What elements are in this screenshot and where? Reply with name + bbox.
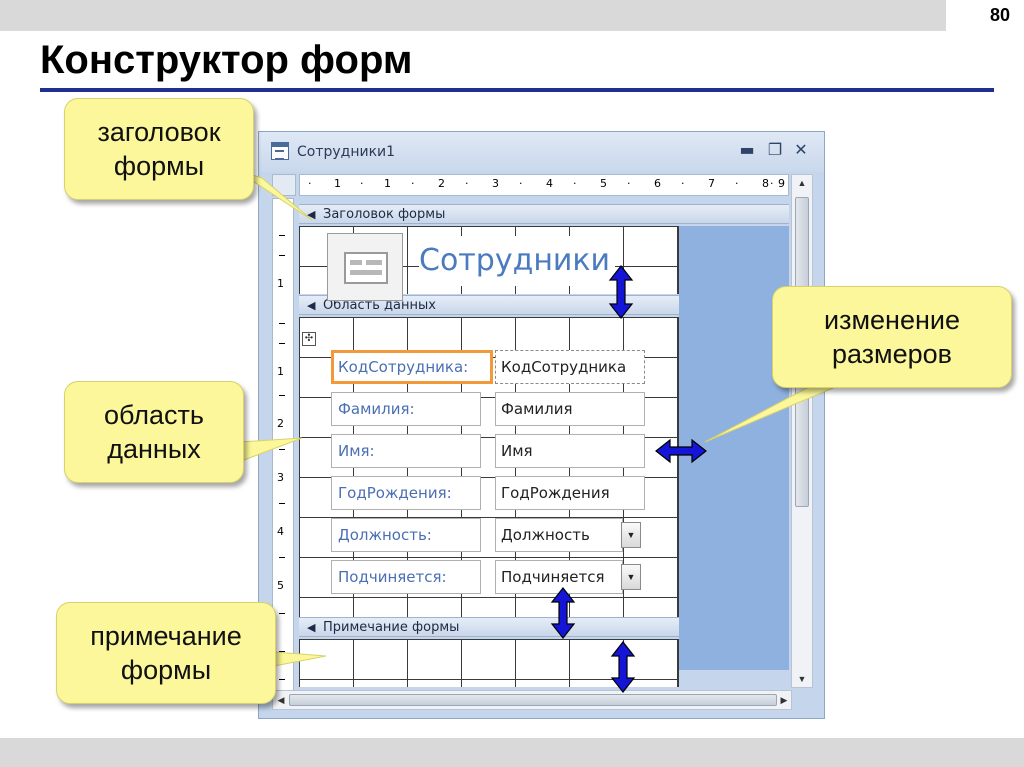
field-combobox[interactable]: Должность	[495, 518, 623, 552]
ruler-mark: 1	[334, 177, 341, 190]
field-label[interactable]: ГодРождения:	[331, 476, 481, 510]
section-bar-header[interactable]: ◀ Заголовок формы	[299, 204, 789, 224]
maximize-button[interactable]: ❐	[767, 140, 783, 159]
ruler-mark: ·	[770, 177, 774, 190]
slide-number: 80	[989, 5, 1010, 25]
ruler-mark: 2	[277, 417, 284, 430]
field-label[interactable]: КодСотрудника:	[331, 350, 493, 384]
ruler-mark: 1	[277, 365, 284, 378]
field-label[interactable]: Должность:	[331, 518, 481, 552]
footer-grid[interactable]	[299, 639, 679, 687]
ruler-mark: 2	[438, 177, 445, 190]
minimize-button[interactable]: ▬	[739, 140, 755, 159]
unused-design-area	[679, 226, 789, 670]
callout-resize: изменение размеров	[772, 286, 1012, 388]
ruler-mark: 4	[546, 177, 553, 190]
form-logo[interactable]	[327, 233, 403, 301]
section-arrow-icon: ◀	[307, 300, 316, 312]
window-titlebar: Сотрудники1 ▬ ❐ ✕	[259, 132, 824, 172]
field-textbox[interactable]: Имя	[495, 434, 645, 468]
ruler-mark: 8	[762, 177, 769, 190]
ruler-mark: ·	[519, 177, 523, 190]
form-icon	[271, 142, 289, 160]
callout-form-footer: примечание формы	[56, 602, 276, 704]
ruler-mark: 3	[492, 177, 499, 190]
ruler-mark: 6	[654, 177, 661, 190]
scroll-down-icon[interactable]: ▼	[797, 674, 807, 684]
field-label[interactable]: Имя:	[331, 434, 481, 468]
vertical-scrollbar[interactable]: ▲ ▼	[791, 174, 813, 688]
ruler-mark: 7	[708, 177, 715, 190]
scroll-up-icon[interactable]: ▲	[797, 178, 807, 188]
section-arrow-icon: ◀	[307, 209, 316, 221]
ruler-mark: 4	[277, 525, 284, 538]
field-textbox[interactable]: КодСотрудника	[495, 350, 645, 384]
ruler-corner[interactable]	[272, 174, 296, 196]
section-bar-footer[interactable]: ◀ Примечание формы	[299, 617, 789, 637]
field-label[interactable]: Фамилия:	[331, 392, 481, 426]
callout-detail-area: область данных	[64, 381, 244, 483]
ruler-mark: 1	[384, 177, 391, 190]
ruler-mark: ·	[411, 177, 415, 190]
slide-number-area	[946, 0, 1024, 31]
field-textbox[interactable]: Фамилия	[495, 392, 645, 426]
title-rule	[40, 88, 994, 92]
window-title: Сотрудники1	[297, 144, 396, 160]
section-bar-detail[interactable]: ◀ Область данных	[299, 295, 789, 315]
field-combobox[interactable]: Подчиняется	[495, 560, 623, 594]
field-textbox[interactable]: ГодРождения	[495, 476, 645, 510]
scroll-left-icon[interactable]: ◀	[277, 695, 285, 705]
ruler-mark: ·	[735, 177, 739, 190]
horizontal-ruler[interactable]: · 1 · 1 · 2 · 3 · 4 · 5 · 6 · 7 · 8 · 9	[299, 174, 789, 196]
form-header-label[interactable]: Сотрудники	[419, 236, 615, 286]
slide-title: Конструктор форм	[40, 38, 413, 82]
ruler-mark: 3	[277, 471, 284, 484]
move-handle-icon[interactable]: ✣	[302, 332, 316, 346]
form-icon	[344, 252, 388, 284]
ruler-mark: 9	[778, 177, 785, 190]
section-title-footer: Примечание формы	[323, 620, 460, 635]
ruler-mark: ·	[465, 177, 469, 190]
ruler-mark: 5	[600, 177, 607, 190]
scroll-right-icon[interactable]: ▶	[780, 695, 788, 705]
field-label[interactable]: Подчиняется:	[331, 560, 481, 594]
section-title-detail: Область данных	[323, 298, 436, 313]
ruler-mark: 1	[277, 277, 284, 290]
ruler-mark: ·	[681, 177, 685, 190]
top-band	[0, 0, 1024, 31]
ruler-mark: ·	[627, 177, 631, 190]
ruler-mark: 5	[277, 579, 284, 592]
scroll-thumb[interactable]	[289, 694, 777, 706]
ruler-mark: ·	[308, 177, 312, 190]
ruler-mark: ·	[360, 177, 364, 190]
close-button[interactable]: ✕	[794, 140, 808, 159]
bottom-band	[0, 738, 1024, 767]
ruler-mark: ·	[573, 177, 577, 190]
section-title-header: Заголовок формы	[323, 207, 446, 222]
callout-form-header: заголовок формы	[64, 98, 254, 200]
form-designer-window: Сотрудники1 ▬ ❐ ✕ · 1 · 1 · 2 · 3 · 4 · …	[258, 131, 825, 719]
dropdown-arrow-icon[interactable]: ▼	[621, 564, 641, 590]
horizontal-scrollbar[interactable]: ◀ ▶	[272, 690, 792, 710]
dropdown-arrow-icon[interactable]: ▼	[621, 522, 641, 548]
section-arrow-icon: ◀	[307, 622, 316, 634]
